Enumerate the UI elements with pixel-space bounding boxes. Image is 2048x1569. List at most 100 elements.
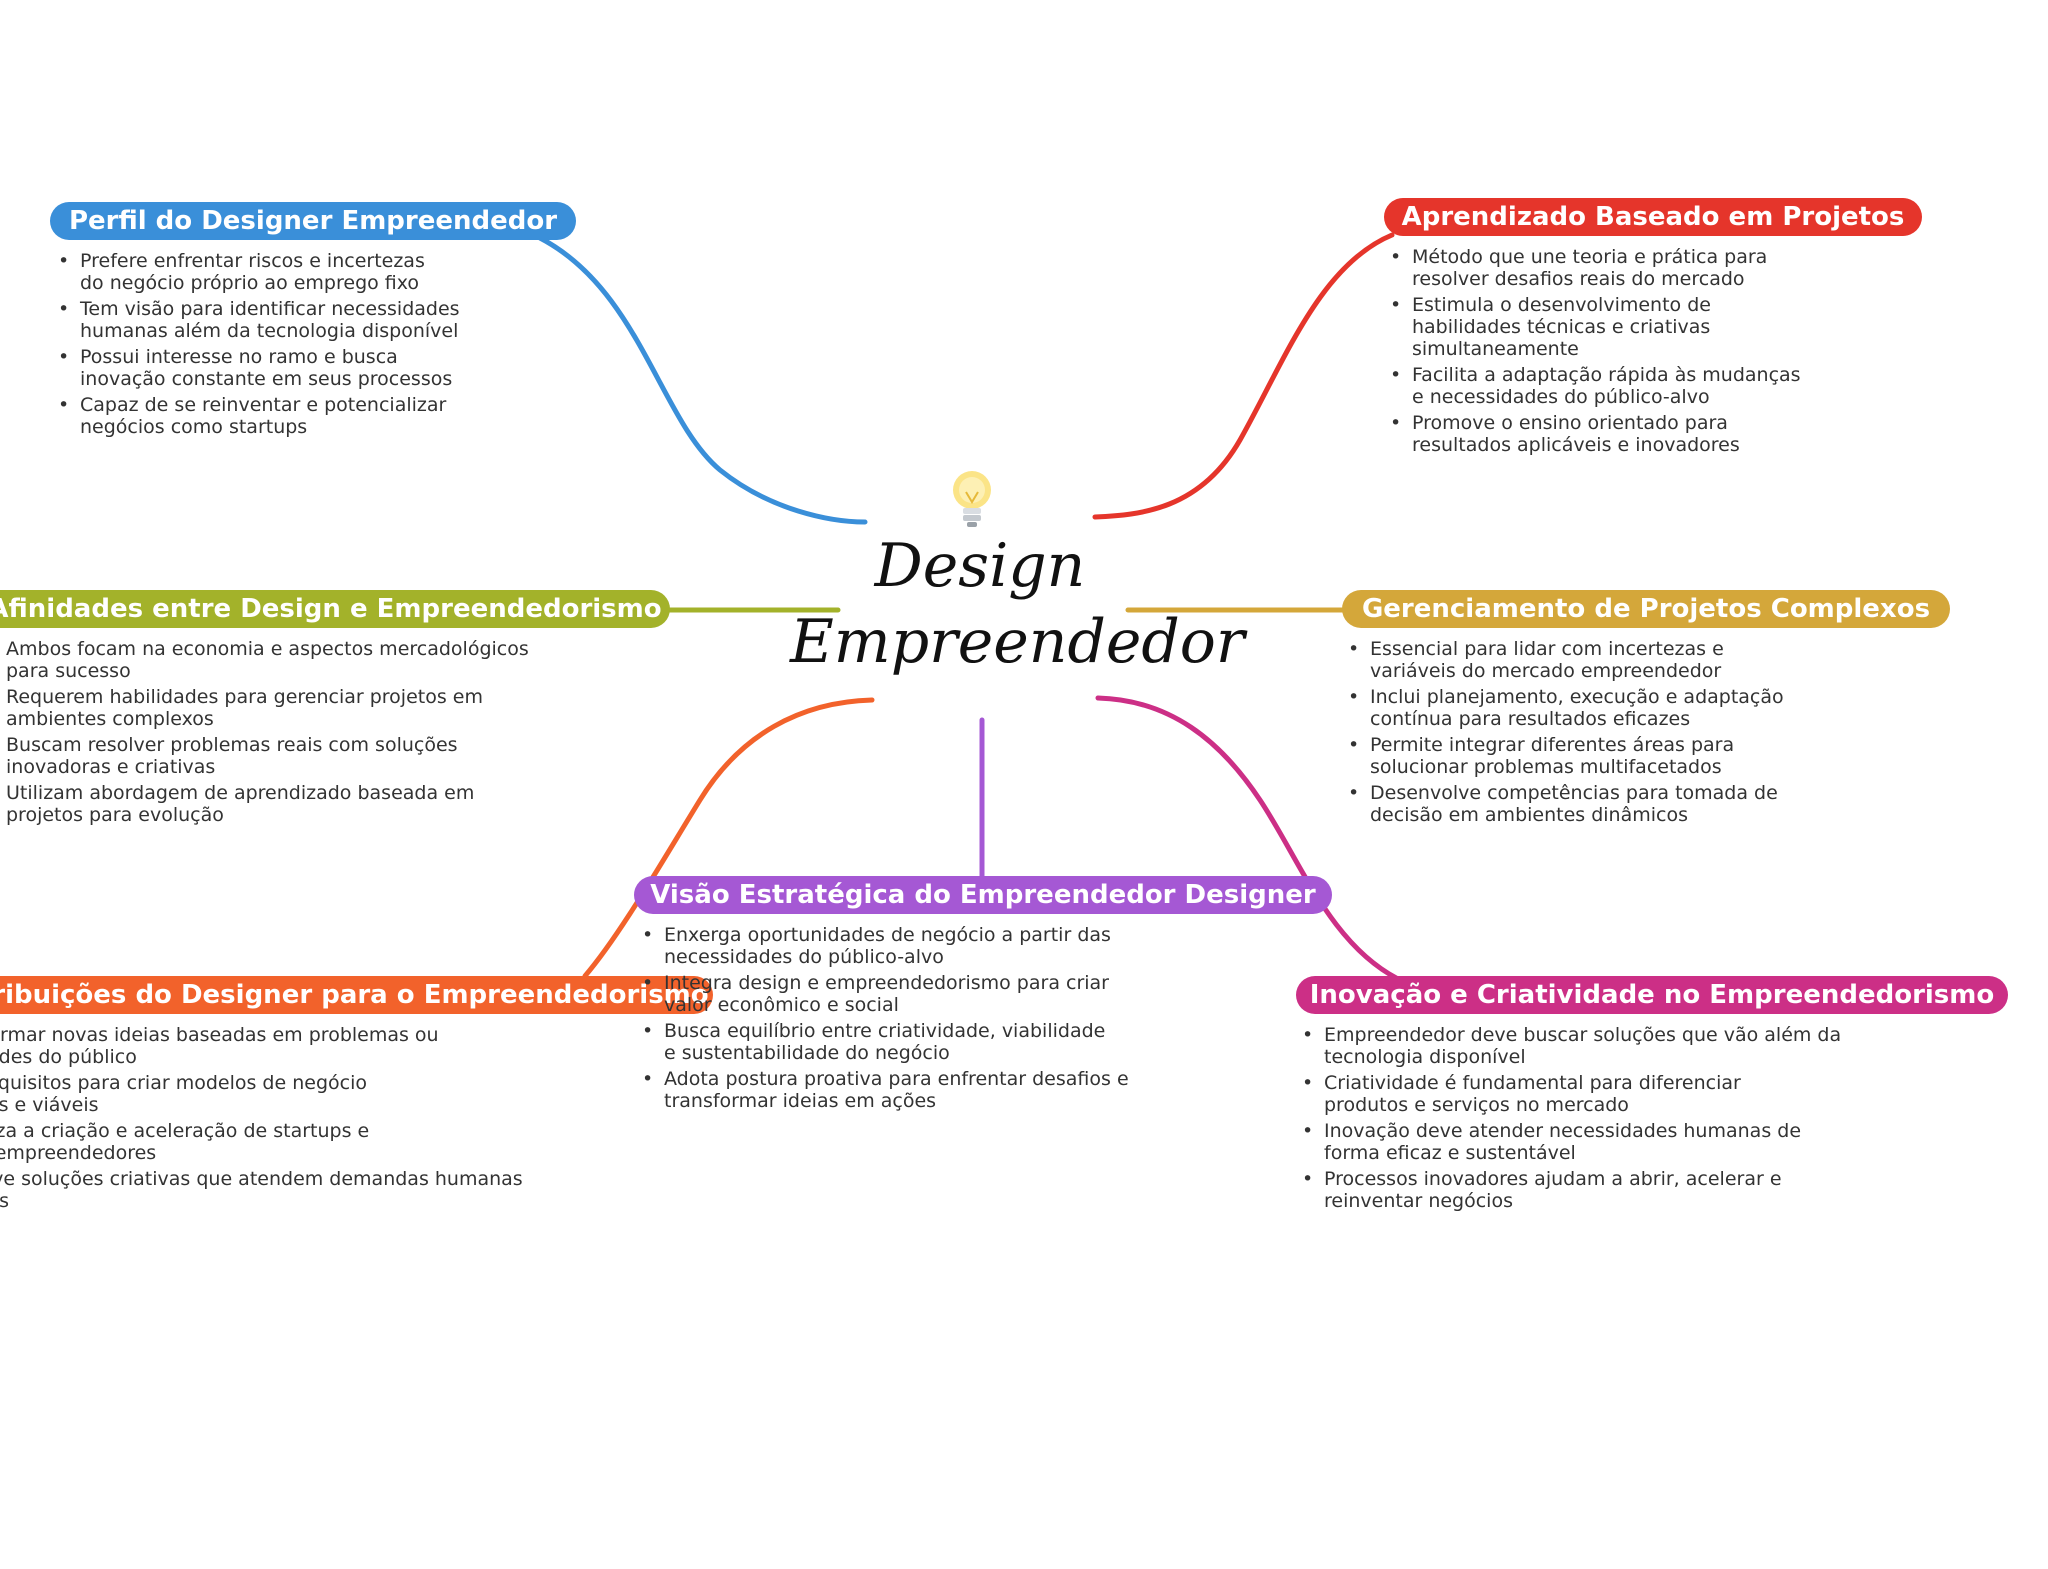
list-item-text: Capaz de se reinventar e potencializar n… [80, 394, 447, 438]
list-item-text: Potencializa a criação e aceleração de s… [0, 1120, 370, 1164]
list-item: • Enxerga oportunidades de negócio a part… [640, 924, 1129, 968]
list-item-text: Prefere enfrentar riscos e incertezas do… [80, 250, 425, 294]
bullet-icon: • [1390, 412, 1402, 434]
list-item-text: Busca equilíbrio entre criatividade, via… [664, 1020, 1106, 1064]
bullet-icon: • [1348, 734, 1360, 756]
branch-title-inovacao[interactable]: Inovação e Criatividade no Empreendedori… [1296, 976, 2008, 1014]
list-item-text: Permite integrar diferentes áreas para s… [1370, 734, 1735, 778]
list-item: • Método que une teoria e prática para re… [1388, 246, 1801, 290]
list-item-text: Desenvolve competências para tomada de d… [1370, 782, 1778, 826]
list-item: • Busca equilíbrio entre criatividade, vi… [640, 1020, 1129, 1064]
list-item-text: Integra design e empreendedorismo para c… [664, 972, 1109, 1016]
central-topic-line1: Design [874, 531, 1086, 601]
list-item-text: Utilizam abordagem de aprendizado basead… [6, 782, 475, 826]
branch-items-inovacao: • Empreendedor deve buscar soluções que v… [1300, 1024, 1841, 1216]
list-item-text: Estimula o desenvolvimento de habilidade… [1412, 294, 1711, 360]
bullet-icon: • [642, 972, 654, 994]
list-item-text: Ambos focam na economia e aspectos merca… [6, 638, 529, 682]
list-item: •Requerem habilidades para gerenciar pro… [0, 686, 529, 730]
list-item-text: Enxerga oportunidades de negócio a parti… [664, 924, 1111, 968]
bullet-icon: • [58, 298, 70, 320]
list-item-text: Método que une teoria e prática para res… [1412, 246, 1768, 290]
list-item: • Inovação deve atender necessidades huma… [1300, 1120, 1841, 1164]
list-item: •Potencializa a criação e aceleração de … [0, 1120, 523, 1164]
branch-title-aprendizado[interactable]: Aprendizado Baseado em Projetos [1384, 198, 1922, 236]
bullet-icon: • [642, 1068, 654, 1090]
branch-title-visao[interactable]: Visão Estratégica do Empreendedor Design… [634, 876, 1332, 914]
central-topic[interactable]: Design Empreendedor [790, 528, 1245, 680]
list-item: • Promove o ensino orientado para resulta… [1388, 412, 1801, 456]
list-item-text: Ajuda a formar novas ideias baseadas em … [0, 1024, 439, 1068]
bullet-icon: • [1390, 246, 1402, 268]
list-item: •Ambos focam na economia e aspectos merc… [0, 638, 529, 682]
branch-title-contribuicoes[interactable]: Contribuições do Designer para o Empreen… [0, 976, 713, 1014]
bullet-icon: • [642, 1020, 654, 1042]
list-item-text: Promove o ensino orientado para resultad… [1412, 412, 1740, 456]
bullet-icon: • [1348, 638, 1360, 660]
list-item-text: Adota postura proativa para enfrentar de… [664, 1068, 1129, 1112]
branch-items-visao: • Enxerga oportunidades de negócio a part… [640, 924, 1129, 1116]
list-item-text: Empreendedor deve buscar soluções que vã… [1324, 1024, 1842, 1068]
list-item-text: Essencial para lidar com incertezas e va… [1370, 638, 1724, 682]
branch-title-afinidades[interactable]: Afinidades entre Design e Empreendedoris… [0, 590, 670, 628]
list-item-text: Desenvolve soluções criativas que atende… [0, 1168, 523, 1212]
list-item: •Utilizam abordagem de aprendizado basea… [0, 782, 529, 826]
list-item: • Capaz de se reinventar e potencializar … [56, 394, 460, 438]
list-item: • Estimula o desenvolvimento de habilidad… [1388, 294, 1801, 360]
list-item-text: Requerem habilidades para gerenciar proj… [6, 686, 483, 730]
connector-contribuicoes [582, 697, 875, 979]
list-item: •Ajuda a formar novas ideias baseadas em… [0, 1024, 523, 1068]
list-item-text: Inovação deve atender necessidades human… [1324, 1120, 1802, 1164]
list-item: • Criatividade é fundamental para diferen… [1300, 1072, 1841, 1116]
bullet-icon: • [1390, 364, 1402, 386]
list-item: •Desenvolve soluções criativas que atend… [0, 1168, 523, 1212]
list-item-text: Buscam resolver problemas reais com solu… [6, 734, 458, 778]
bullet-icon: • [58, 250, 70, 272]
list-item-text: Processos inovadores ajudam a abrir, ace… [1324, 1168, 1782, 1212]
list-item-text: Criatividade é fundamental para diferenc… [1324, 1072, 1741, 1116]
list-item: • Adota postura proativa para enfrentar d… [640, 1068, 1129, 1112]
list-item-text: Tem visão para identificar necessidades … [80, 298, 460, 342]
list-item: • Facilita a adaptação rápida às mudanças… [1388, 364, 1801, 408]
list-item-text: Possui interesse no ramo e busca inovaçã… [80, 346, 453, 390]
list-item: • Integra design e empreendedorismo para … [640, 972, 1129, 1016]
list-item: • Inclui planejamento, execução e adaptaç… [1346, 686, 1784, 730]
branch-title-gerenciamento[interactable]: Gerenciamento de Projetos Complexos [1342, 590, 1950, 628]
bullet-icon: • [1348, 782, 1360, 804]
connector-perfil [537, 235, 868, 525]
list-item: • Empreendedor deve buscar soluções que v… [1300, 1024, 1841, 1068]
branch-title-perfil[interactable]: Perfil do Designer Empreendedor [50, 202, 576, 240]
branch-items-aprendizado: • Método que une teoria e prática para re… [1388, 246, 1801, 460]
list-item: •Analisa requisitos para criar modelos d… [0, 1072, 523, 1116]
list-item: • Tem visão para identificar necessidades… [56, 298, 460, 342]
list-item: • Essencial para lidar com incertezas e v… [1346, 638, 1784, 682]
list-item: • Desenvolve competências para tomada de … [1346, 782, 1784, 826]
list-item: • Possui interesse no ramo e busca inovaç… [56, 346, 460, 390]
bullet-icon: • [58, 346, 70, 368]
central-topic-line2: Empreendedor [790, 607, 1245, 677]
bullet-icon: • [1390, 294, 1402, 316]
branch-items-contribuicoes: •Ajuda a formar novas ideias baseadas em… [0, 1024, 523, 1216]
connector-aprendizado [1092, 232, 1395, 520]
bullet-icon: • [642, 924, 654, 946]
list-item: • Prefere enfrentar riscos e incertezas d… [56, 250, 460, 294]
bullet-icon: • [1302, 1120, 1314, 1142]
bullet-icon: • [1302, 1072, 1314, 1094]
list-item: • Permite integrar diferentes áreas para … [1346, 734, 1784, 778]
branch-items-gerenciamento: • Essencial para lidar com incertezas e v… [1346, 638, 1784, 830]
bullet-icon: • [1302, 1024, 1314, 1046]
list-item: •Buscam resolver problemas reais com sol… [0, 734, 529, 778]
bullet-icon: • [1348, 686, 1360, 708]
list-item-text: Inclui planejamento, execução e adaptaçã… [1370, 686, 1784, 730]
bullet-icon: • [1302, 1168, 1314, 1190]
list-item: • Processos inovadores ajudam a abrir, ac… [1300, 1168, 1841, 1212]
lightbulb-icon [953, 471, 991, 527]
connector-inovacao [1095, 695, 1403, 983]
branch-items-perfil: • Prefere enfrentar riscos e incertezas d… [56, 250, 460, 442]
branch-items-afinidades: •Ambos focam na economia e aspectos merc… [0, 638, 529, 830]
list-item-text: Facilita a adaptação rápida às mudanças … [1412, 364, 1801, 408]
bullet-icon: • [58, 394, 70, 416]
list-item-text: Analisa requisitos para criar modelos de… [0, 1072, 367, 1116]
